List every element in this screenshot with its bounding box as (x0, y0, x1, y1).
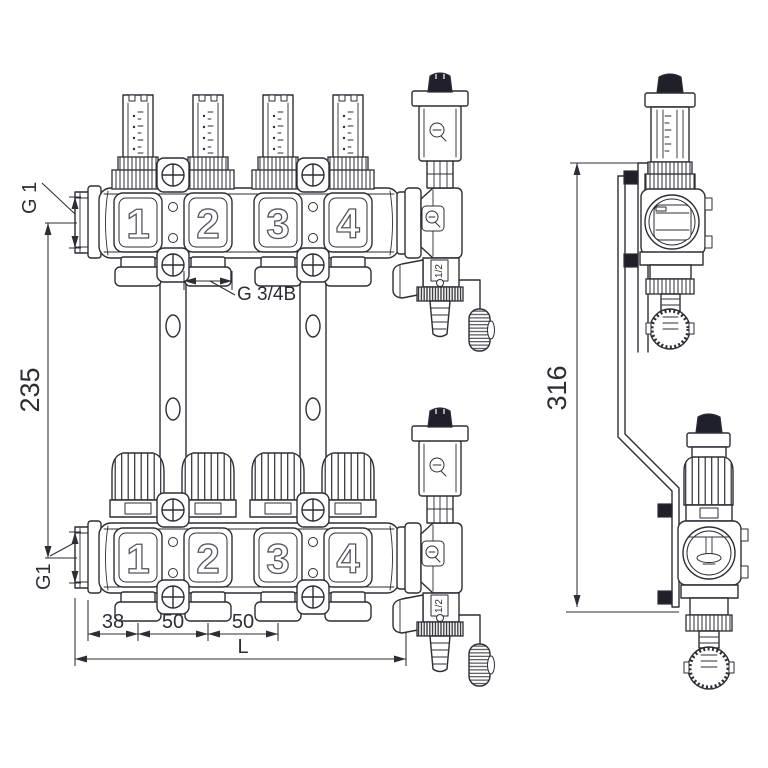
flow-meter-1 (111, 94, 165, 190)
rail-slots (165, 314, 321, 421)
air-vent-drain-assembly-supply (392, 72, 496, 352)
bracket-tabs (623, 170, 673, 605)
side-valve-assembly (677, 413, 749, 690)
dim-g1-return: G1 (33, 531, 81, 590)
drain-size-label: 1/2 (434, 599, 445, 613)
flow-meter-4 (321, 94, 375, 190)
supply-loop-windows: 1 2 3 4 (113, 192, 373, 253)
dim-g1-supply: G 1 (19, 182, 81, 249)
flow-meter-2 (181, 94, 235, 190)
dim-label-g1-supply: G 1 (19, 182, 41, 214)
side-view: 316 (542, 73, 749, 690)
dim-label-50b: 50 (232, 611, 254, 633)
loop-number: 4 (336, 535, 360, 582)
loop-number: 4 (336, 200, 360, 247)
side-flow-meter-assembly (639, 73, 713, 350)
front-dimensions: G 1 235 G1 G 3/4B 38 50 50 (15, 182, 406, 666)
loop-number: 2 (196, 535, 219, 582)
dim-label-50a: 50 (162, 611, 184, 633)
dim-spacing-chain: 38 50 50 (87, 600, 279, 641)
loop-number: 1 (126, 200, 149, 247)
dim-length-L: L (74, 598, 406, 666)
return-loop-windows: 1 2 3 4 (113, 527, 373, 588)
loop-number: 3 (266, 535, 289, 582)
dim-label-g34b: G 3/4B (237, 284, 296, 305)
dim-235: 235 (15, 222, 77, 559)
dim-label-g1-return: G1 (33, 563, 55, 590)
air-vent-drain-assembly-return (392, 407, 496, 687)
drain-size-label: 1/2 (434, 264, 445, 278)
loop-number: 1 (126, 535, 149, 582)
dim-g34b: G 3/4B (183, 271, 296, 305)
front-view: 1 2 3 4 1 2 3 4 (15, 72, 496, 687)
dim-label-38: 38 (102, 611, 124, 633)
dim-label-235: 235 (15, 367, 45, 412)
dim-label-L: L (237, 636, 248, 658)
dim-label-316: 316 (542, 365, 572, 410)
dim-316: 316 (542, 162, 679, 613)
flow-meter-3 (251, 94, 305, 190)
supply-outlet-nuts (114, 256, 372, 287)
loop-number: 3 (266, 200, 289, 247)
loop-number: 2 (196, 200, 219, 247)
